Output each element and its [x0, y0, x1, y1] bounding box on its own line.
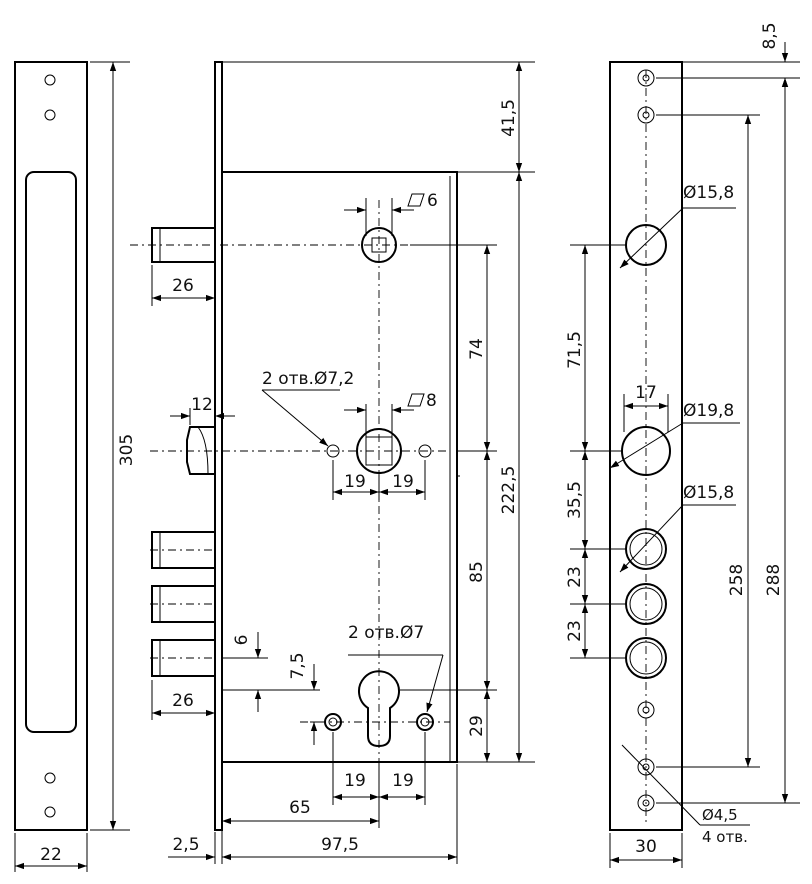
holes-72-label: 2 отв.Ø7,2 [262, 369, 354, 389]
holes-7-label: 2 отв.Ø7 [348, 623, 424, 643]
spacing-85-label: 85 [467, 561, 487, 583]
top-offset-label: 41,5 [499, 99, 519, 137]
hole-158-top-label: Ø15,8 [683, 183, 734, 203]
dim-17-label: 17 [635, 383, 657, 403]
hole-158-bottom-label: Ø15,8 [683, 483, 734, 503]
top-spindle-hole [361, 227, 497, 263]
dim-75-label: 7,5 [288, 652, 308, 679]
left-strip-dimensions: 305 22 [14, 61, 137, 872]
left-strip-height-label: 305 [117, 434, 137, 466]
body-dimensions: 41,5 222,5 74 85 29 6 8 2 отв.Ø7,2 [151, 61, 535, 864]
dim-29-label: 29 [467, 715, 487, 737]
dim-85-top-label: 8,5 [760, 22, 780, 49]
left-strip-width-label: 22 [40, 845, 62, 865]
latch [186, 426, 215, 475]
backset-65-label: 65 [289, 798, 311, 818]
spacing-19c-label: 19 [344, 771, 366, 791]
middle-spindle-hole [326, 428, 432, 474]
latch-width-label: 12 [191, 395, 213, 415]
spacing-74-label: 74 [467, 338, 487, 360]
dim-23b-label: 23 [565, 620, 585, 642]
front-plate-width-label: 30 [635, 837, 657, 857]
cylinder-cutout [324, 670, 434, 748]
bolt-top-label: 26 [172, 276, 194, 296]
plate-thickness-label: 2,5 [172, 835, 199, 855]
dim-288-label: 288 [764, 564, 784, 596]
dim-258-label: 258 [727, 564, 747, 596]
dim-715-label: 71,5 [565, 331, 585, 369]
dim-6-label: 6 [232, 635, 252, 646]
bolt-bottom-label: 26 [172, 691, 194, 711]
holes-count-label: 4 отв. [702, 828, 748, 846]
lock-body [214, 61, 460, 831]
square-6-label: 6 [427, 191, 438, 211]
dim-355-label: 35,5 [565, 481, 585, 519]
body-width-label: 97,5 [321, 835, 359, 855]
spacing-19b-label: 19 [392, 472, 414, 492]
hole-45-label: Ø4,5 [702, 806, 738, 824]
spacing-19a-label: 19 [344, 472, 366, 492]
square-8-label: 8 [426, 391, 437, 411]
hole-198-label: Ø19,8 [683, 401, 734, 421]
dim-23a-label: 23 [565, 566, 585, 588]
left-strike-plate [14, 61, 88, 831]
front-plate-dimensions: 8,5 288 258 Ø15,8 71,5 17 Ø19,8 35,5 [565, 22, 800, 868]
height-2225-label: 222,5 [499, 466, 519, 515]
spacing-19d-label: 19 [392, 771, 414, 791]
